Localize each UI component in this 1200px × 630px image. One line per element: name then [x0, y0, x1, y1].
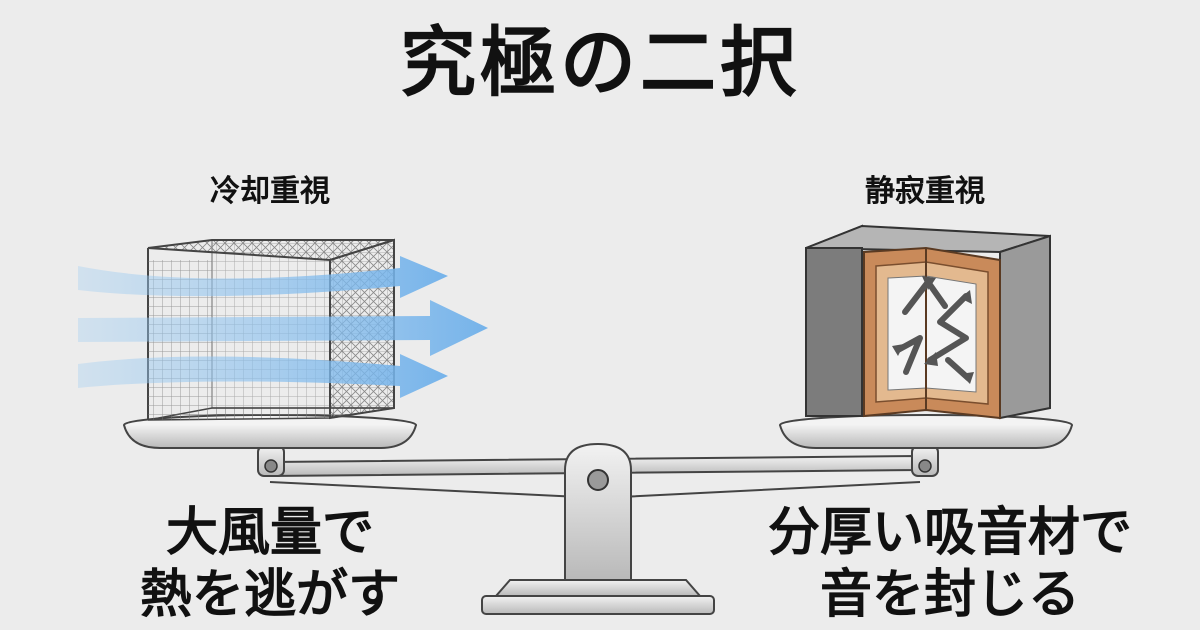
- cooling-label: 冷却重視: [210, 174, 330, 209]
- right-pan: [779, 414, 1073, 449]
- cooling-caption-line2: 熱を逃がす: [139, 565, 400, 625]
- silence-label: 静寂重視: [865, 174, 985, 209]
- cooling-caption-line1: 大風量で: [165, 503, 374, 563]
- silence-caption-line1: 分厚い吸音材で: [767, 503, 1132, 563]
- cooling-caption: 大風量で 熱を逃がす: [80, 502, 460, 626]
- page-title: 究極の二択: [400, 18, 800, 107]
- airflow-arrows: [78, 256, 488, 398]
- silence-caption: 分厚い吸音材で 音を封じる: [720, 502, 1180, 626]
- silence-caption-line2: 音を封じる: [819, 565, 1080, 625]
- soundproof-case: [805, 224, 1051, 420]
- scale-stand: [481, 442, 715, 615]
